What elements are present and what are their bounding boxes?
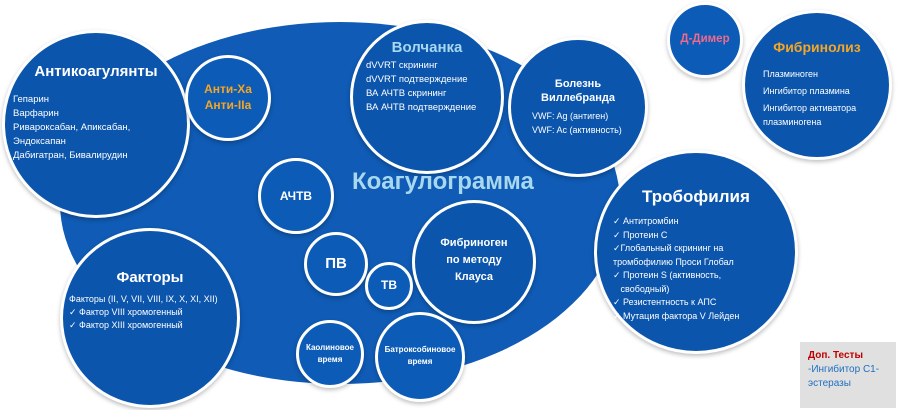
- list-item: ВА АЧТВ скрининг: [366, 88, 447, 99]
- list-item: ВА АЧТВ подтверждение: [366, 102, 477, 113]
- list-item: Дабигатран, Бивалирудин: [13, 150, 128, 161]
- fibrinolysis-bubble: Фибринолиз Плазминоген Ингибитор плазмин…: [742, 10, 892, 160]
- fibrinogen-line2: по методу: [446, 254, 502, 266]
- additional-tests-line2: эстеразы: [808, 378, 851, 389]
- list-item: ✓ Протеин S (активность,: [613, 270, 722, 280]
- factors-bubble: Факторы Факторы (II, V, VII, VIII, IX, X…: [60, 228, 240, 408]
- kaolin-time-bubble: Каолиновое время: [296, 320, 364, 388]
- additional-tests-title: Доп. Тесты: [808, 350, 863, 361]
- list-item: Ингибитор плазмина: [763, 86, 850, 96]
- aptt-bubble: АЧТВ: [258, 158, 334, 234]
- additional-tests-box: Доп. Тесты -Ингибитор С1- эстеразы: [800, 342, 896, 408]
- batroxobin-line1: Батроксобиновое: [384, 345, 456, 354]
- batroxobin-line2: время: [407, 357, 433, 366]
- vwd-list: VWF: Ag (антиген) VWF: Ac (активность): [532, 109, 622, 137]
- list-item: ✓ Антитромбин: [613, 216, 679, 226]
- d-dimer-bubble: Д-Димер: [667, 2, 743, 78]
- list-item: VWF: Ag (антиген): [532, 111, 609, 121]
- von-willebrand-bubble: Болезнь Виллебранда VWF: Ag (антиген) VW…: [508, 37, 648, 177]
- fibrinolysis-title: Фибринолиз: [773, 39, 861, 55]
- list-item: ✓Глобальный скрининг на: [613, 243, 724, 253]
- list-item: dVVRT скрининг: [366, 60, 438, 71]
- lupus-title: Волчанка: [391, 39, 463, 56]
- thrombophilia-bubble: Тробофилия ✓ Антитромбин ✓ Протеин С ✓Гл…: [594, 150, 798, 354]
- fibrinogen-bubble: Фибриноген по методу Клауса: [412, 200, 536, 324]
- fibrinogen-line3: Клауса: [454, 271, 494, 283]
- anticoagulants-title: Антикоагулянты: [34, 63, 158, 80]
- list-item: Ривароксабан, Апиксабан,: [13, 122, 131, 133]
- list-item: Плазминоген: [763, 69, 819, 79]
- lupus-list: dVVRT скрининг dVVRT подтверждение ВА АЧ…: [366, 59, 476, 115]
- list-item: плазминогена: [763, 117, 822, 127]
- d-dimer-label: Д-Димер: [680, 33, 730, 45]
- kaolin-line2: время: [317, 355, 343, 364]
- list-item: Ингибитор активатора: [763, 103, 857, 113]
- kaolin-line1: Каолиновое: [306, 343, 354, 352]
- factors-list: Факторы (II, V, VII, VIII, IX, X, XI, XI…: [69, 293, 218, 306]
- factors-check-list: Фактор VIII хромогенный Фактор XIII хром…: [69, 306, 183, 332]
- tt-label: ТВ: [381, 278, 397, 292]
- list-item: Факторы (II, V, VII, VIII, IX, X, XI, XI…: [69, 294, 218, 304]
- pt-label: ПВ: [325, 255, 347, 272]
- list-item: ✓ Мутация фактора V Лейден: [613, 310, 740, 321]
- batroxobin-time-bubble: Батроксобиновое время: [375, 312, 465, 402]
- list-item: ✓ Резистентность к АПС: [613, 297, 717, 307]
- list-item: Варфарин: [13, 108, 59, 119]
- fibrinolysis-list: Плазминоген Ингибитор плазмина Ингибитор…: [763, 67, 856, 129]
- vwd-title-line1: Болезнь: [554, 78, 602, 90]
- additional-tests-line1: -Ингибитор С1-: [808, 364, 880, 375]
- coagulogram-title: Коагулограмма: [352, 168, 534, 195]
- anti-xa-bubble: Анти-Ха Анти-IIa: [185, 55, 271, 141]
- lupus-bubble: Волчанка dVVRT скрининг dVVRT подтвержде…: [350, 20, 504, 174]
- anti-xa-label: Анти-Ха: [204, 82, 252, 96]
- anticoagulants-bubble: Антикоагулянты Гепарин Варфарин Риварокс…: [2, 30, 190, 218]
- list-item: Эндоксапан: [13, 136, 66, 147]
- fibrinogen-line1: Фибриноген: [440, 237, 508, 249]
- list-item: VWF: Ac (активность): [532, 125, 622, 135]
- aptt-label: АЧТВ: [279, 189, 313, 203]
- list-item: dVVRT подтверждение: [366, 74, 468, 85]
- pt-bubble: ПВ: [304, 232, 368, 296]
- list-item: тромбофилию Проси Глобал: [613, 256, 734, 267]
- vwd-title-line2: Виллебранда: [541, 92, 615, 104]
- tt-bubble: ТВ: [365, 262, 413, 310]
- list-item: Фактор VIII хромогенный: [69, 306, 183, 319]
- list-item: свободный): [620, 283, 670, 294]
- anticoagulants-list: Гепарин Варфарин Ривароксабан, Апиксабан…: [13, 93, 130, 163]
- list-item: ✓ Протеин С: [613, 229, 668, 240]
- thrombophilia-list: ✓ Антитромбин ✓ Протеин С ✓Глобальный ск…: [613, 215, 739, 323]
- list-item: Гепарин: [13, 94, 50, 105]
- anti-iia-label: Анти-IIa: [204, 98, 252, 112]
- factors-title: Факторы: [116, 269, 184, 286]
- thrombophilia-title: Тробофилия: [642, 187, 750, 206]
- list-item: Фактор XIII хромогенный: [69, 319, 183, 332]
